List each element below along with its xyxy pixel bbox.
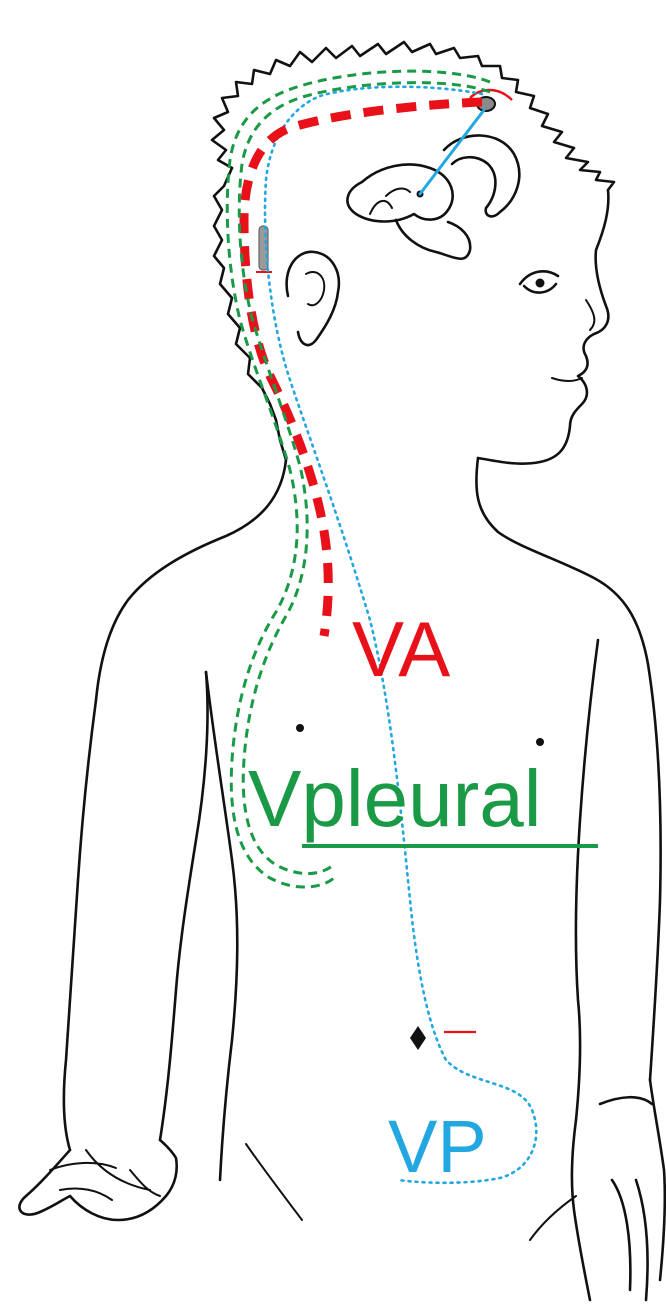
neck-back-outline: [96, 460, 286, 700]
brainstem: [396, 220, 470, 259]
mouth: [552, 378, 582, 381]
va-label: VA: [352, 605, 450, 693]
ventricle-detail: [370, 189, 410, 214]
right-nipple: [536, 738, 544, 746]
hair-outline: [212, 42, 614, 190]
neck-front-outline: [476, 458, 648, 664]
eye-pupil: [536, 279, 545, 288]
vp-label: VP: [388, 1105, 487, 1188]
torso-right: [576, 640, 598, 1120]
shunt-hardware: [256, 90, 512, 272]
ventricular-catheter: [420, 110, 484, 194]
nose: [586, 300, 594, 330]
torso-left: [206, 672, 237, 1180]
ear: [287, 252, 339, 345]
navel: [410, 1026, 426, 1050]
right-arm: [600, 664, 661, 1104]
right-hand: [572, 1080, 665, 1300]
left-fingers: [50, 1150, 160, 1200]
left-arm-inner: [160, 672, 208, 1140]
face-outline: [478, 190, 608, 464]
brain-ventricle: [347, 135, 519, 258]
left-hand: [19, 1140, 176, 1220]
left-nipple: [296, 724, 304, 732]
child-outline: [19, 42, 664, 1300]
ear-inner: [306, 272, 324, 305]
left-arm-outer: [64, 700, 96, 1150]
vpleural-label: Vpleural: [248, 754, 542, 843]
